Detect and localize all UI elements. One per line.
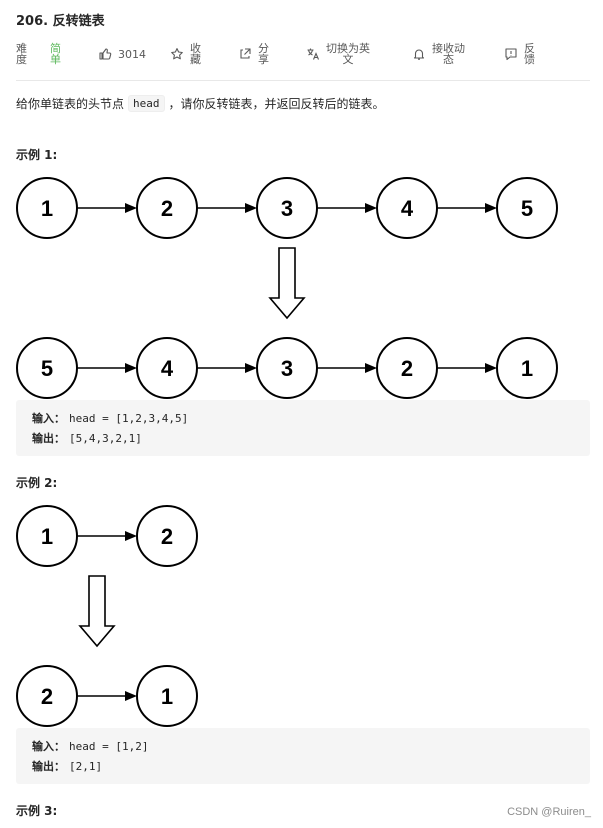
description-before: 给你单链表的头节点 [16, 97, 125, 111]
ex1-before-node-4 [496, 177, 558, 239]
favorite-line1: 收 [190, 42, 201, 55]
ex1-after-node-4 [496, 337, 558, 399]
feedback-button[interactable]: 反 馈 [504, 40, 535, 68]
notify-line1: 接收动 [432, 42, 465, 55]
example-3-title: 示例 3: [16, 804, 58, 818]
favorite-button[interactable]: 收 藏 [170, 40, 201, 68]
ex1-before-arrowhead-0 [125, 203, 137, 213]
difficulty-label-line1: 难 [16, 42, 27, 55]
translate-button[interactable]: 切换为英 文 [306, 40, 370, 68]
ex1-after-node-label-3: 2 [401, 356, 413, 381]
share-line2: 享 [258, 53, 269, 66]
example-2-diagram: 1 2 2 1 [16, 505, 198, 727]
input-label: 输入： [32, 412, 65, 425]
share-button[interactable]: 分 享 [238, 40, 269, 68]
description-after: ，请你反转链表，并返回反转后的链表。 [168, 97, 385, 111]
difficulty-label: 难 度 [16, 40, 27, 68]
share-icon [238, 47, 252, 61]
example-1-diagram: 1 2 3 4 5 5 4 3 2 1 [16, 177, 558, 399]
difficulty-label-line2: 度 [16, 53, 27, 66]
thumbs-up-icon [98, 47, 112, 61]
example-1-input: 输入： head = [1,2,3,4,5] [16, 408, 590, 428]
difficulty-value-line1: 简 [50, 42, 61, 55]
ex1-after-arrowhead-2 [365, 363, 377, 373]
example-1-io: 输入： head = [1,2,3,4,5] 输出： [5,4,3,2,1] [16, 400, 590, 456]
problem-description: 给你单链表的头节点 head ，请你反转链表，并返回反转后的链表。 [16, 95, 385, 112]
ex2-before-node-label-0: 1 [41, 524, 53, 549]
ex1-before-node-label-3: 4 [401, 196, 414, 221]
example-2-io: 输入： head = [1,2] 输出： [2,1] [16, 728, 590, 784]
ex1-before-node-label-4: 5 [521, 196, 533, 221]
ex1-before-arrowhead-3 [485, 203, 497, 213]
ex2-before-arrowhead-0 [125, 531, 137, 541]
ex1-after-arrowhead-1 [245, 363, 257, 373]
inline-code-head: head [128, 95, 165, 112]
ex2-reverse-arrow [78, 575, 116, 648]
translate-icon [306, 47, 320, 61]
ex1-after-node-label-1: 4 [161, 356, 174, 381]
input-label: 输入： [32, 740, 65, 753]
output-value: [2,1] [69, 759, 103, 773]
ex1-after-node-label-2: 3 [281, 356, 293, 381]
ex2-after-node-label-0: 2 [41, 684, 53, 709]
ex1-after-node-label-0: 5 [41, 356, 53, 381]
example-2-output: 输出： [2,1] [16, 756, 590, 776]
ex1-before-node-label-2: 3 [281, 196, 293, 221]
example-2-input: 输入： head = [1,2] [16, 736, 590, 756]
example-1-output: 输出： [5,4,3,2,1] [16, 428, 590, 448]
difficulty-value-line2: 单 [50, 53, 61, 66]
feedback-line2: 馈 [524, 53, 535, 66]
share-line1: 分 [258, 42, 269, 55]
input-value: head = [1,2,3,4,5] [69, 411, 189, 425]
bell-icon [412, 47, 426, 61]
feedback-line1: 反 [524, 42, 535, 55]
ex1-before-node-label-0: 1 [41, 196, 53, 221]
difficulty-badge: 简 单 [50, 40, 61, 68]
input-value: head = [1,2] [69, 739, 149, 753]
ex1-after-arrowhead-3 [485, 363, 497, 373]
ex2-after-node-1 [136, 665, 198, 727]
ex2-before-node-label-1: 2 [161, 524, 173, 549]
translate-line1: 切换为英 [326, 42, 370, 55]
translate-line2: 文 [342, 53, 354, 66]
like-button[interactable]: 3014 [98, 40, 146, 68]
ex1-before-arrowhead-2 [365, 203, 377, 213]
output-label: 输出： [32, 760, 65, 773]
ex1-before-node-label-1: 2 [161, 196, 173, 221]
ex1-before-arrowhead-1 [245, 203, 257, 213]
example-1-title: 示例 1: [16, 148, 58, 162]
page-title: 206. 反转链表 [16, 14, 105, 29]
watermark: CSDN @Ruiren_ [507, 806, 591, 818]
ex1-after-node-label-4: 1 [521, 356, 533, 381]
example-2-title: 示例 2: [16, 476, 58, 490]
output-value: [5,4,3,2,1] [69, 431, 142, 445]
divider [16, 80, 590, 81]
output-label: 输出： [32, 432, 65, 445]
notify-line2: 态 [443, 53, 454, 66]
notify-button[interactable]: 接收动 态 [412, 40, 465, 68]
ex2-after-arrowhead-0 [125, 691, 137, 701]
ex2-after-node-label-1: 1 [161, 684, 173, 709]
ex1-reverse-arrow [268, 247, 306, 320]
ex1-after-arrowhead-0 [125, 363, 137, 373]
star-icon [170, 47, 184, 61]
ex2-before-node-1 [136, 505, 198, 567]
like-count: 3014 [118, 47, 146, 61]
feedback-icon [504, 47, 518, 61]
problem-toolbar: 难 度 简 单 3014 收 藏 分 享 [16, 40, 586, 68]
favorite-line2: 藏 [190, 53, 201, 66]
